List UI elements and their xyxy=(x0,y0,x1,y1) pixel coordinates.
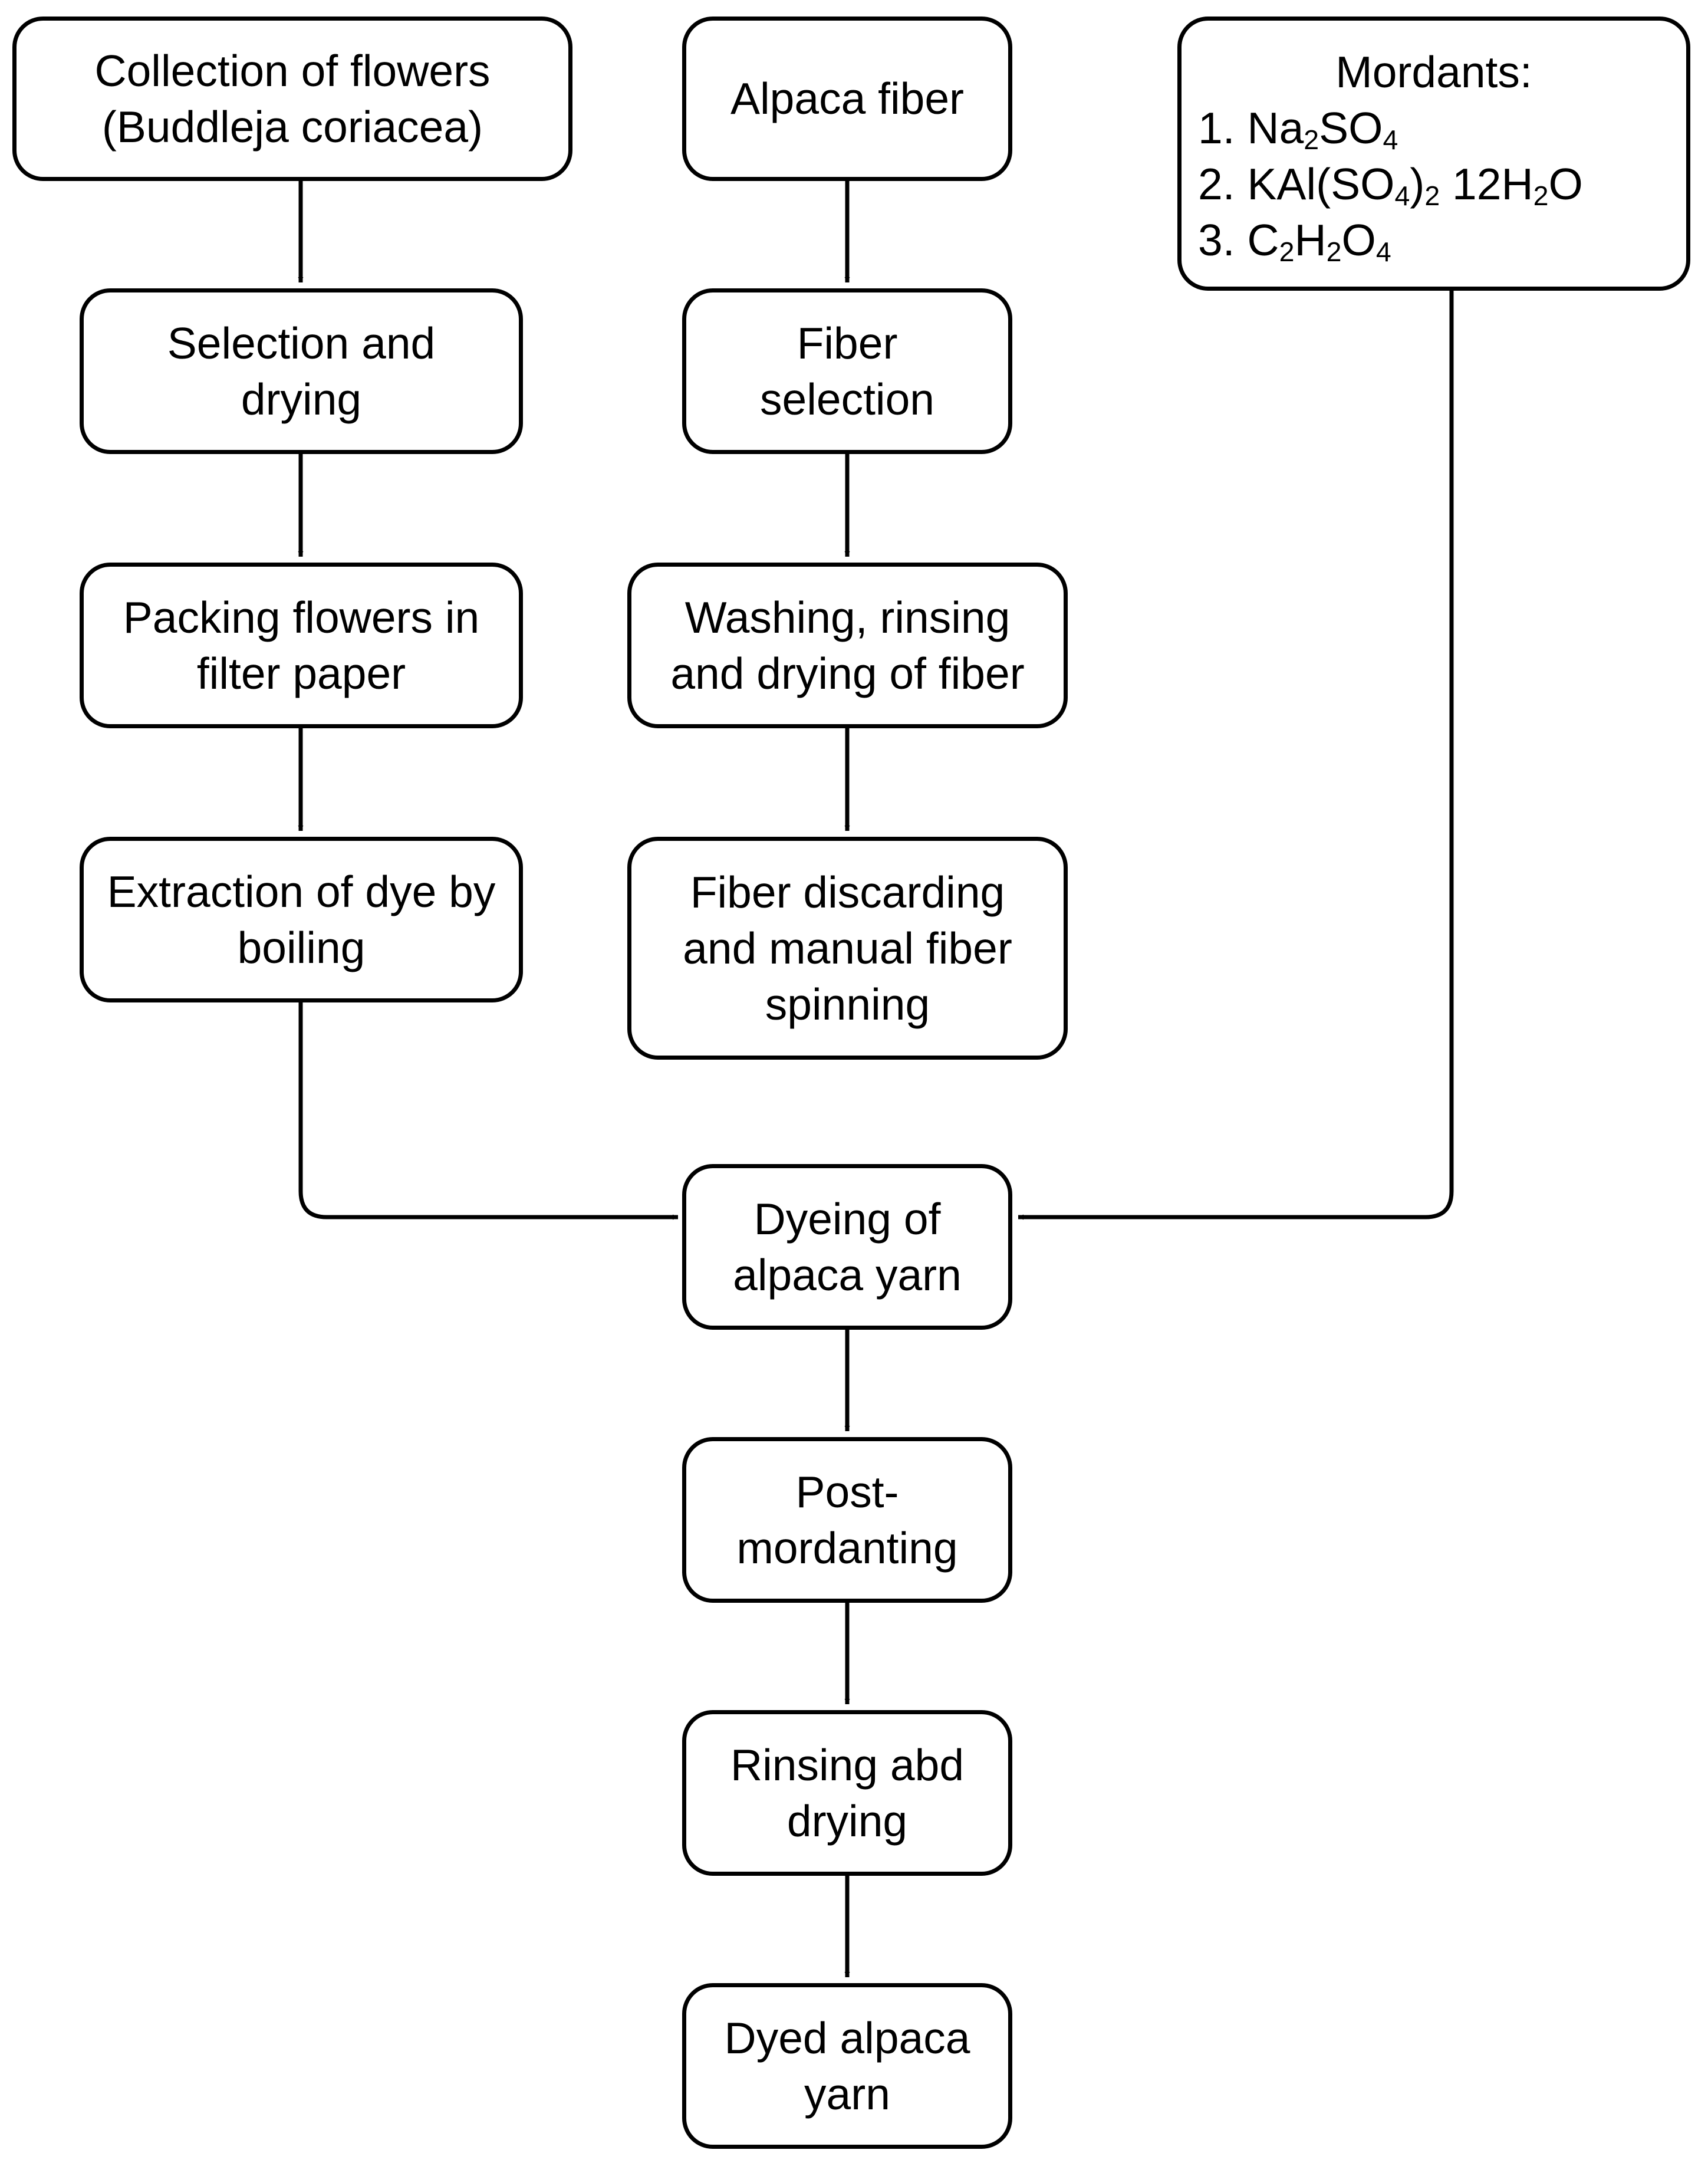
node-text-line: drying xyxy=(786,1796,908,1846)
node-text-line: Fiber xyxy=(797,318,898,368)
node-fiber-selection: Fiber selection xyxy=(682,288,1012,454)
mordant-item-potassium-alum: 2. KAl(SO4)2 12H2O xyxy=(1198,159,1583,212)
node-text-line: yarn xyxy=(804,2069,890,2119)
node-collection-of-flowers: Collection of flowers (Buddleja coriacea… xyxy=(12,17,572,181)
node-text-line: boiling xyxy=(237,922,366,972)
node-text-line: Washing, rinsing xyxy=(684,592,1011,642)
node-text-line: Rinsing abd xyxy=(730,1740,965,1790)
node-dyed-alpaca-yarn: Dyed alpaca yarn xyxy=(682,1983,1012,2149)
node-text-line: Extraction of dye by xyxy=(107,866,496,916)
node-text-line: filter paper xyxy=(196,648,406,698)
node-text-line: alpaca yarn xyxy=(733,1250,962,1300)
mordants-title: Mordants: xyxy=(1335,47,1532,97)
node-text-line: (Buddleja coriacea) xyxy=(101,101,483,152)
node-text-line: mordanting xyxy=(736,1523,958,1573)
node-extraction-of-dye: Extraction of dye by boiling xyxy=(80,837,523,1002)
node-text-line: drying xyxy=(241,374,362,424)
node-rinsing-and-drying: Rinsing abd drying xyxy=(682,1710,1012,1876)
mordant-item-sodium-sulfate: 1. Na2SO4 xyxy=(1198,103,1398,156)
node-text-line: Packing flowers in xyxy=(123,592,480,642)
node-text-line: Dyed alpaca xyxy=(724,2013,970,2063)
node-text-line: Dyeing of xyxy=(753,1194,941,1244)
node-selection-and-drying: Selection and drying xyxy=(80,288,523,454)
node-dyeing-of-alpaca-yarn: Dyeing of alpaca yarn xyxy=(682,1164,1012,1330)
node-text-line: Post- xyxy=(795,1467,899,1517)
node-text-line: selection xyxy=(759,374,934,424)
node-text-line: Alpaca fiber xyxy=(730,74,965,123)
node-fiber-discarding-spinning: Fiber discarding and manual fiber spinni… xyxy=(627,837,1068,1060)
node-post-mordanting: Post- mordanting xyxy=(682,1437,1012,1603)
node-text-line: Collection of flowers xyxy=(94,45,491,96)
arrow-extraction-to-dyeing xyxy=(298,1001,678,1220)
node-mordants: Mordants: 1. Na2SO4 2. KAl(SO4)2 12H2O 3… xyxy=(1177,17,1690,291)
node-alpaca-fiber: Alpaca fiber xyxy=(682,17,1012,181)
mordant-item-oxalic-acid: 3. C2H2O4 xyxy=(1198,215,1391,268)
node-text-line: Selection and xyxy=(167,318,436,368)
node-packing-flowers: Packing flowers in filter paper xyxy=(80,563,523,728)
node-text-line: spinning xyxy=(765,979,930,1029)
node-text-line: Fiber discarding xyxy=(690,867,1005,917)
node-text-line: and drying of fiber xyxy=(670,648,1025,698)
node-washing-rinsing-drying: Washing, rinsing and drying of fiber xyxy=(627,563,1068,728)
arrow-mordants-to-dyeing xyxy=(1018,289,1454,1220)
node-text-line: and manual fiber xyxy=(683,923,1012,973)
mordants-list: 1. Na2SO4 2. KAl(SO4)2 12H2O 3. C2H2O4 xyxy=(1182,100,1686,268)
